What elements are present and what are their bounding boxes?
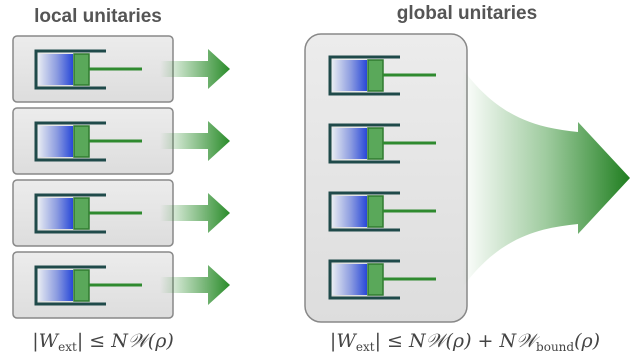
local-arrow-4 bbox=[160, 265, 230, 305]
local-arrow-3 bbox=[160, 193, 230, 233]
global-arrow bbox=[462, 68, 630, 288]
global-unitaries-heading: global unitaries bbox=[397, 3, 537, 24]
local-battery-4 bbox=[12, 251, 174, 319]
local-battery-3 bbox=[12, 179, 174, 247]
local-arrow-1 bbox=[160, 49, 230, 89]
local-unitaries-heading: local unitaries bbox=[34, 6, 162, 27]
local-battery-2 bbox=[12, 107, 174, 175]
local-battery-1 bbox=[12, 35, 174, 103]
local-arrow-2 bbox=[160, 121, 230, 161]
local-bound-formula: |Wext| ≤ N𝒲(ρ) bbox=[32, 330, 174, 354]
global-bound-formula: |Wext| ≤ N𝒲(ρ) + N𝒲bound(ρ) bbox=[330, 330, 600, 354]
